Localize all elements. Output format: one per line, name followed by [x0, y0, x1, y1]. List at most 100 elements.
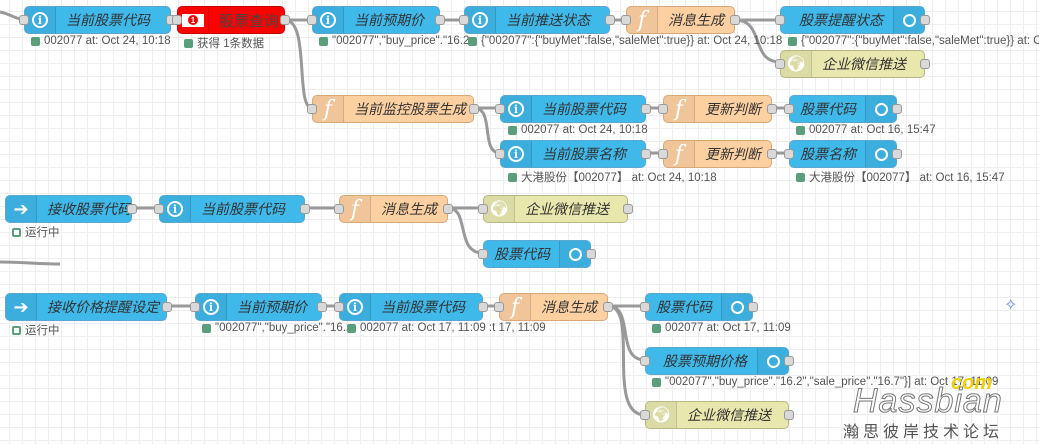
output-port[interactable] — [469, 104, 479, 114]
function-node-message-gen[interactable]: f 消息生成 — [621, 6, 740, 34]
input-port[interactable] — [307, 104, 317, 114]
input-port[interactable] — [658, 104, 668, 114]
function-node-update-check[interactable]: f 更新判断 — [658, 140, 777, 168]
output-port[interactable] — [300, 204, 310, 214]
input-port[interactable] — [334, 204, 344, 214]
debug-node-current-push-status[interactable]: i 当前推送状态 — [459, 6, 615, 34]
input-port[interactable] — [775, 15, 785, 25]
debug-node-current-stock-code[interactable]: i 当前股票代码 — [495, 95, 651, 123]
watermark-brand: Hassbian — [853, 382, 1003, 421]
input-port[interactable] — [784, 149, 794, 159]
input-port[interactable] — [19, 15, 29, 25]
input-port[interactable] — [640, 302, 650, 312]
input-port[interactable] — [495, 149, 505, 159]
debug-node-stock-code[interactable]: 股票代码 — [478, 240, 596, 268]
output-port[interactable] — [162, 302, 172, 312]
output-port[interactable] — [586, 249, 596, 259]
output-port[interactable] — [605, 15, 615, 25]
output-port[interactable] — [784, 356, 794, 366]
output-port[interactable] — [641, 149, 651, 159]
wechat-node-push[interactable]: 🌍︎ 企业微信推送 — [640, 401, 794, 429]
debug-node-current-stock-code[interactable]: i 当前股票代码 — [19, 6, 176, 34]
watermark-cn: 瀚思彼岸技术论坛 — [843, 424, 1004, 441]
output-port[interactable] — [280, 15, 290, 25]
arrow-right-icon[interactable]: ➔ — [6, 294, 37, 320]
debug-node-stock-code[interactable]: 股票代码 — [784, 95, 902, 123]
node-status: "002077","buy_price"."16.2",' — [319, 35, 469, 47]
input-port[interactable] — [154, 204, 164, 214]
output-port[interactable] — [784, 410, 794, 420]
input-port[interactable] — [172, 15, 182, 25]
wechat-node-push[interactable]: 🌍︎ 企业微信推送 — [478, 195, 633, 223]
node-status: 002077 at: Oct 17, 11:09 :t 17, 11:09 — [347, 322, 546, 334]
node-label: 更新判断 — [705, 146, 761, 162]
input-port[interactable] — [307, 15, 317, 25]
output-port[interactable] — [317, 302, 327, 312]
debug-node-current-expected-price[interactable]: i 当前预期价 — [190, 293, 327, 321]
inject-node-receive-price-alert[interactable]: ➔ 接收价格提醒设定 — [5, 293, 172, 321]
debug-node-stock-code[interactable]: 股票代码 — [640, 293, 758, 321]
node-label: 当前推送状态 — [506, 12, 590, 28]
debug-toggle-icon[interactable] — [865, 96, 896, 122]
info-icon: i — [501, 141, 532, 167]
input-port[interactable] — [190, 302, 200, 312]
input-port[interactable] — [784, 104, 794, 114]
wire — [284, 18, 313, 110]
input-port[interactable] — [494, 302, 504, 312]
output-port[interactable] — [730, 15, 740, 25]
function-icon: f — [664, 141, 695, 167]
input-port[interactable] — [621, 15, 631, 25]
output-port[interactable] — [443, 204, 453, 214]
info-icon: i — [340, 294, 371, 320]
output-port[interactable] — [920, 15, 930, 25]
input-port[interactable] — [495, 104, 505, 114]
input-port[interactable] — [640, 410, 650, 420]
output-port[interactable] — [127, 204, 137, 214]
input-port[interactable] — [658, 149, 668, 159]
function-node-update-check[interactable]: f 更新判断 — [658, 95, 777, 123]
debug-toggle-icon[interactable] — [757, 348, 788, 374]
debug-node-current-stock-name[interactable]: i 当前股票名称 — [495, 140, 651, 168]
function-icon: f — [500, 294, 531, 320]
output-port[interactable] — [478, 302, 488, 312]
input-port[interactable] — [334, 302, 344, 312]
input-port[interactable] — [775, 59, 785, 69]
debug-toggle-icon[interactable] — [559, 241, 590, 267]
function-icon: f — [340, 196, 371, 222]
debug-node-stock-expected-price[interactable]: 股票预期价格 — [640, 347, 794, 375]
debug-toggle-icon[interactable] — [893, 7, 924, 33]
output-port[interactable] — [767, 149, 777, 159]
node-label: 股票代码 — [656, 299, 712, 315]
output-port[interactable] — [641, 104, 651, 114]
function-node-message-gen[interactable]: f 消息生成 — [494, 293, 613, 321]
node-status: "002077","buy_price"."16.2","sale_price"… — [652, 376, 998, 388]
function-node-message-gen[interactable]: f 消息生成 — [334, 195, 453, 223]
input-port[interactable] — [478, 249, 488, 259]
function-node-monitor-stock-gen[interactable]: f 当前监控股票生成 — [307, 95, 479, 123]
arrow-right-icon[interactable]: ➔ — [6, 196, 37, 222]
http-node-stock-query[interactable]: 1 股票查询 — [172, 6, 290, 34]
debug-toggle-icon[interactable] — [721, 294, 752, 320]
input-port[interactable] — [459, 15, 469, 25]
input-port[interactable] — [640, 356, 650, 366]
info-icon: i — [313, 7, 344, 33]
inject-node-receive-stock-code[interactable]: ➔ 接收股票代码 — [5, 195, 137, 223]
output-port[interactable] — [920, 59, 930, 69]
debug-node-current-expected-price[interactable]: i 当前预期价 — [307, 6, 445, 34]
output-port[interactable] — [623, 204, 633, 214]
debug-node-current-stock-code[interactable]: i 当前股票代码 — [334, 293, 488, 321]
output-port[interactable] — [748, 302, 758, 312]
output-port[interactable] — [767, 104, 777, 114]
debug-node-stock-name[interactable]: 股票名称 — [784, 140, 902, 168]
output-port[interactable] — [603, 302, 613, 312]
debug-toggle-icon[interactable] — [865, 141, 896, 167]
wechat-node-push[interactable]: 🌍︎ 企业微信推送 — [775, 50, 930, 78]
info-icon: i — [465, 7, 496, 33]
debug-node-current-stock-code[interactable]: i 当前股票代码 — [154, 195, 310, 223]
debug-node-stock-alert-status[interactable]: 股票提醒状态 — [775, 6, 930, 34]
node-status: 大港股份【002077】 at: Oct 24, 10:18 — [508, 169, 717, 185]
output-port[interactable] — [892, 104, 902, 114]
input-port[interactable] — [478, 204, 488, 214]
output-port[interactable] — [892, 149, 902, 159]
output-port[interactable] — [435, 15, 445, 25]
